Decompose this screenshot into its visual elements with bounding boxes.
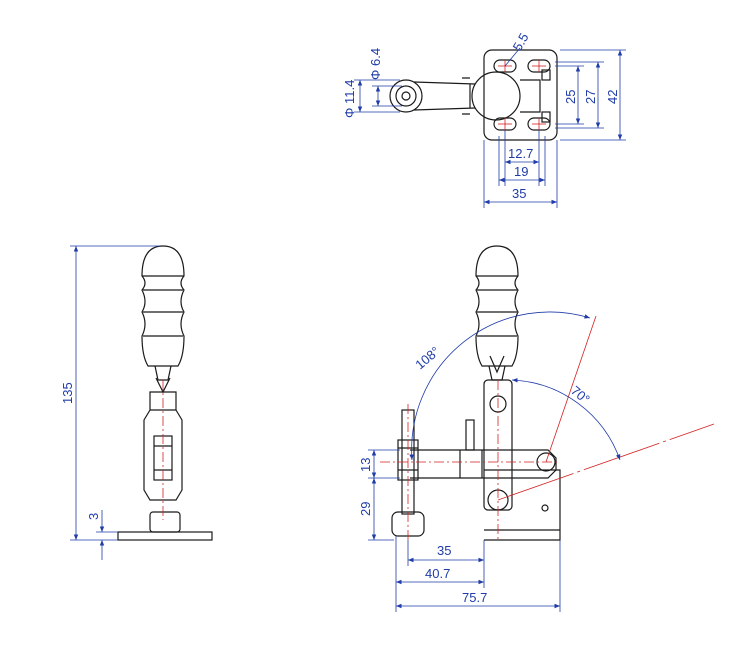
dim-35-top: 35 (512, 186, 526, 201)
side-dimension-texts: 135 3 (60, 382, 101, 520)
top-centerlines (498, 60, 546, 130)
top-base-plate (483, 49, 558, 141)
dim-42: 42 (605, 90, 620, 104)
front-arm (410, 449, 557, 479)
dim-13: 13 (358, 458, 373, 472)
top-arm (413, 81, 476, 111)
dim-12-7: 12.7 (508, 146, 533, 161)
dim-phi-6-4: Φ 6.4 (368, 48, 383, 80)
top-dimension-lines (354, 47, 626, 208)
side-view (117, 245, 213, 541)
side-pedestal (149, 511, 181, 533)
dim-75-7: 75.7 (462, 590, 487, 605)
top-dimension-texts: Φ 6.4 Φ 11.4 5.5 25 27 42 12.7 19 35 (342, 30, 620, 201)
dim-25: 25 (563, 90, 578, 104)
top-pivot-body (471, 71, 521, 121)
side-dimension-lines (70, 245, 160, 560)
dim-135: 135 (60, 382, 75, 404)
side-handle-grip (141, 245, 185, 367)
dim-29: 29 (358, 502, 373, 516)
dim-3: 3 (86, 513, 101, 520)
dim-35-front: 35 (437, 543, 451, 558)
arc-108 (409, 311, 591, 461)
top-spindle-outer (389, 79, 423, 113)
top-spindle-mid (395, 85, 417, 107)
arc-70 (511, 378, 621, 461)
dim-108-deg: 108° (412, 344, 442, 373)
side-arms (143, 391, 183, 501)
dim-19: 19 (514, 164, 528, 179)
front-view (391, 245, 561, 541)
front-handle-grip (475, 245, 519, 367)
front-base-block (484, 469, 561, 541)
dim-27: 27 (583, 90, 598, 104)
dim-phi-11-4: Φ 11.4 (342, 80, 357, 118)
front-base-hole (541, 504, 549, 512)
dim-40-7: 40.7 (425, 566, 450, 581)
front-dimension-lines (368, 311, 621, 612)
side-base-plate (117, 531, 213, 541)
top-spindle-inner (401, 91, 411, 101)
front-dimension-texts: 108° 70° 13 29 35 40.7 75.7 (358, 344, 593, 605)
top-view (389, 49, 558, 141)
